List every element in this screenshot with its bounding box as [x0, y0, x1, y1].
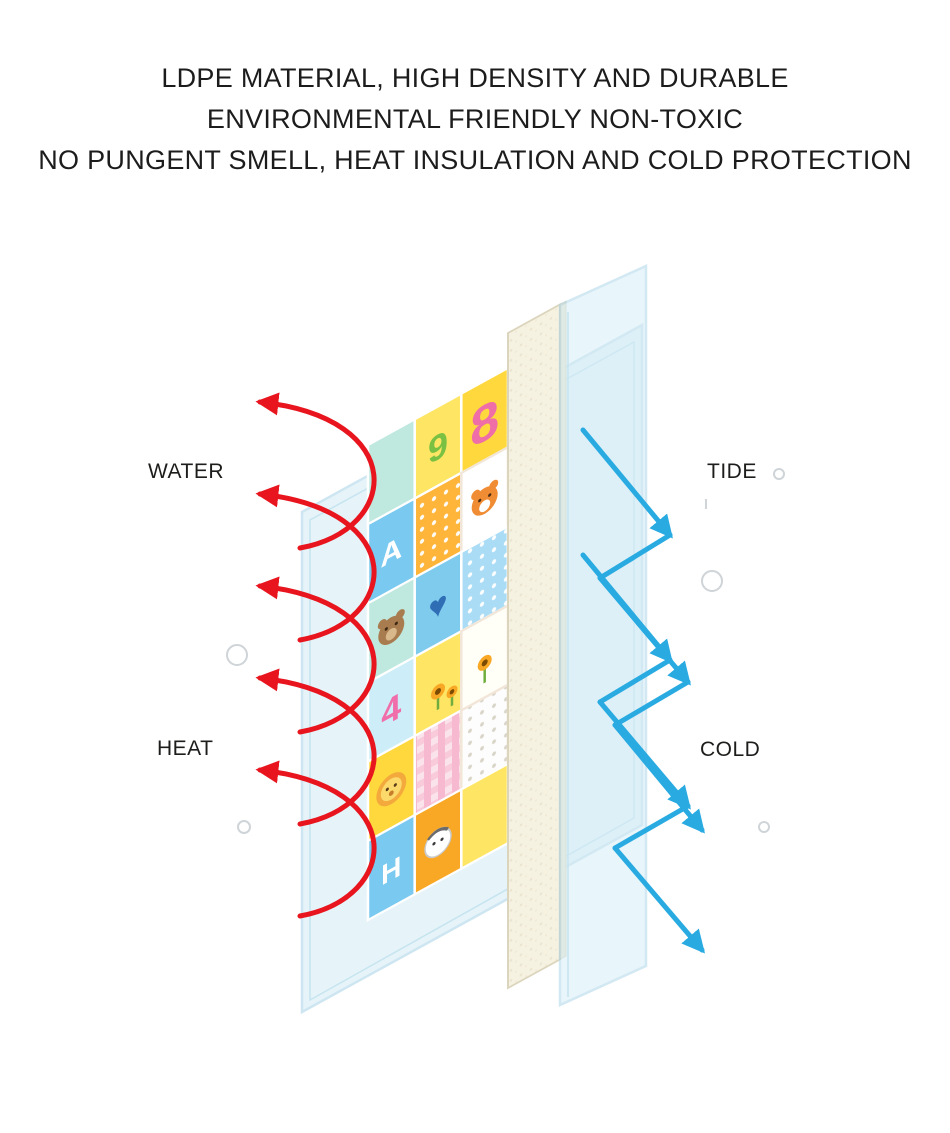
mat-glyph-letter-a: A	[380, 529, 402, 574]
bear-icon	[377, 609, 405, 646]
title: LDPE MATERIAL, HIGH DENSITY AND DURABLE …	[0, 58, 950, 181]
red-curve-arrow	[255, 576, 377, 735]
title-line-1: LDPE MATERIAL, HIGH DENSITY AND DURABLE	[161, 63, 789, 93]
blue-zigzag-arrow	[612, 722, 705, 834]
blue-zigzag-arrow	[580, 427, 673, 539]
title-line-3: NO PUNGENT SMELL, HEAT INSULATION AND CO…	[38, 145, 912, 175]
tide-cold-arrows	[580, 427, 705, 954]
mat-glyph-letter-h: H	[381, 850, 401, 892]
title-line-2: ENVIRONMENTAL FRIENDLY NON-TOXIC	[206, 104, 744, 134]
front-sheet-layer	[558, 264, 648, 1007]
red-curve-arrow	[255, 668, 377, 827]
blue-zigzag-arrow	[612, 845, 705, 954]
heat-label: HEAT	[157, 737, 214, 760]
water-label: WATER	[148, 460, 224, 483]
sunflower-icon	[431, 683, 458, 711]
red-curve-arrow	[255, 484, 377, 643]
mat-glyph-four: 4	[381, 685, 402, 736]
play-mat-layer: 9 8 A ♥	[366, 366, 510, 922]
mat-glyph-nine: 9	[428, 422, 448, 473]
water-heat-arrows	[255, 392, 377, 919]
blue-zigzag-arrow	[580, 552, 673, 664]
tide-label: TIDE	[707, 460, 757, 483]
sunflower-icon	[477, 654, 492, 684]
blue-zigzag-connector	[612, 679, 691, 728]
foam-layer	[507, 300, 567, 990]
zebra-icon	[424, 826, 452, 859]
blue-zigzag-arrow	[597, 699, 691, 810]
blue-zigzag-connector	[612, 803, 691, 851]
lion-icon	[376, 772, 407, 807]
mat-glyph-heart: ♥	[428, 583, 447, 629]
blue-zigzag-connector	[597, 532, 673, 581]
blue-zigzag-connector	[597, 657, 673, 705]
red-curve-arrow	[255, 760, 377, 919]
cold-label: COLD	[700, 738, 761, 761]
red-curve-arrow	[255, 392, 377, 551]
fox-icon	[471, 479, 499, 516]
bubbles	[226, 468, 785, 834]
